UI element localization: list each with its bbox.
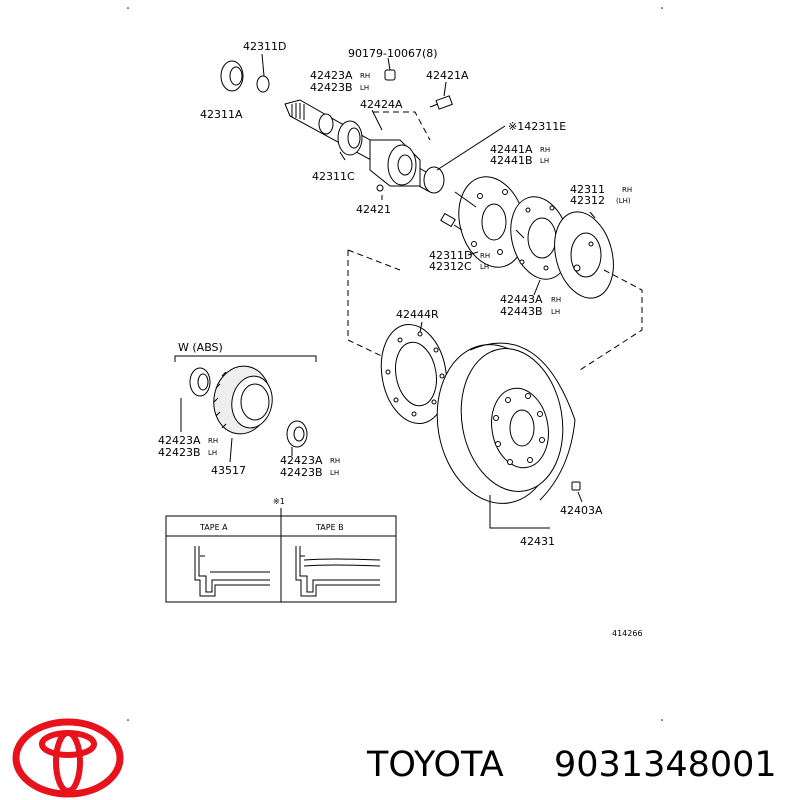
label-42311e: ※142311E bbox=[508, 120, 566, 133]
label-diagram-id: 414266 bbox=[612, 629, 643, 638]
label-42312: 42312 bbox=[570, 194, 605, 207]
tape-b-sketch bbox=[295, 546, 381, 597]
snap-ring-42311d bbox=[256, 75, 270, 93]
stud-42311d bbox=[440, 212, 463, 231]
label-42444r: 42444R bbox=[396, 308, 439, 321]
brake-drum-42431 bbox=[436, 342, 576, 529]
label-42423a-side: RH bbox=[360, 72, 370, 80]
label-42443a: 42443A bbox=[500, 293, 543, 306]
label-abs-42423a: 42423A bbox=[158, 434, 201, 447]
part-labels: 42311D 90179-10067(8) 42423A RH 42423B L… bbox=[158, 40, 643, 638]
label-abs-42423b-side: LH bbox=[208, 449, 217, 457]
label-tape-a: TAPE A bbox=[199, 523, 228, 532]
tape-table bbox=[165, 508, 397, 603]
label-tape-b: TAPE B bbox=[315, 523, 344, 532]
toyota-logo bbox=[12, 718, 124, 798]
part-number: 9031348001 bbox=[554, 745, 777, 785]
corner-marks bbox=[127, 7, 663, 721]
label-42441b: 42441B bbox=[490, 154, 533, 167]
bolt-42421a bbox=[429, 95, 453, 110]
label-42423a: 42423A bbox=[310, 69, 353, 82]
label-42311a: 42311A bbox=[200, 108, 243, 121]
label-90179-10067: 90179-10067(8) bbox=[348, 47, 438, 60]
nut-90179 bbox=[384, 69, 396, 81]
seal-42311 bbox=[554, 211, 614, 299]
brand-name: TOYOTA bbox=[366, 745, 504, 785]
abs-section bbox=[174, 355, 317, 463]
axle-shaft-assembly bbox=[220, 53, 506, 200]
abs-rotor-43517 bbox=[213, 365, 273, 435]
label-42311d: 42311D bbox=[243, 40, 286, 53]
label-42441a-side: RH bbox=[540, 146, 550, 154]
label-42403a: 42403A bbox=[560, 504, 603, 517]
label-42311: 42311 bbox=[570, 183, 605, 196]
label-42443b: 42443B bbox=[500, 305, 543, 318]
label-42312c-side: LH bbox=[480, 263, 489, 271]
tape-a-sketch bbox=[194, 546, 270, 597]
label-42424a: 42424A bbox=[360, 98, 403, 111]
label-42423b-side: LH bbox=[360, 84, 369, 92]
plug-42403a bbox=[571, 481, 583, 503]
label-abs-42423b-2-side: LH bbox=[330, 469, 339, 477]
label-42311d-2-side: RH bbox=[480, 252, 490, 260]
label-abs-42423a-side: RH bbox=[208, 437, 218, 445]
label-42312c: 42312C bbox=[429, 260, 472, 273]
label-42441b-side: LH bbox=[540, 157, 549, 165]
label-42431: 42431 bbox=[520, 535, 555, 548]
label-42311c: 42311C bbox=[312, 170, 355, 183]
label-abs-title: W (ABS) bbox=[178, 341, 223, 354]
gasket-42444r bbox=[380, 321, 448, 425]
label-42423b: 42423B bbox=[310, 81, 353, 94]
brake-plate-group bbox=[347, 176, 643, 371]
label-42443b-side: LH bbox=[551, 308, 560, 316]
hub-42421 bbox=[369, 139, 421, 192]
label-42441a: 42441A bbox=[490, 143, 533, 156]
seal-42311e bbox=[423, 166, 445, 194]
label-abs-42423a-2: 42423A bbox=[280, 454, 323, 467]
label-abs-42423b: 42423B bbox=[158, 446, 201, 459]
label-42311-side: RH bbox=[622, 186, 632, 194]
label-42443a-side: RH bbox=[551, 296, 561, 304]
label-42311d-2: 42311D bbox=[429, 249, 472, 262]
label-42421: 42421 bbox=[356, 203, 391, 216]
label-abs-42423b-2: 42423B bbox=[280, 466, 323, 479]
label-42421a: 42421A bbox=[426, 69, 469, 82]
label-abs-43517: 43517 bbox=[211, 464, 246, 477]
label-note-1: ※1 bbox=[273, 497, 285, 506]
label-42312-side: (LH) bbox=[616, 197, 631, 205]
label-abs-42423a-2-side: RH bbox=[330, 457, 340, 465]
gasket-42443 bbox=[510, 196, 570, 280]
